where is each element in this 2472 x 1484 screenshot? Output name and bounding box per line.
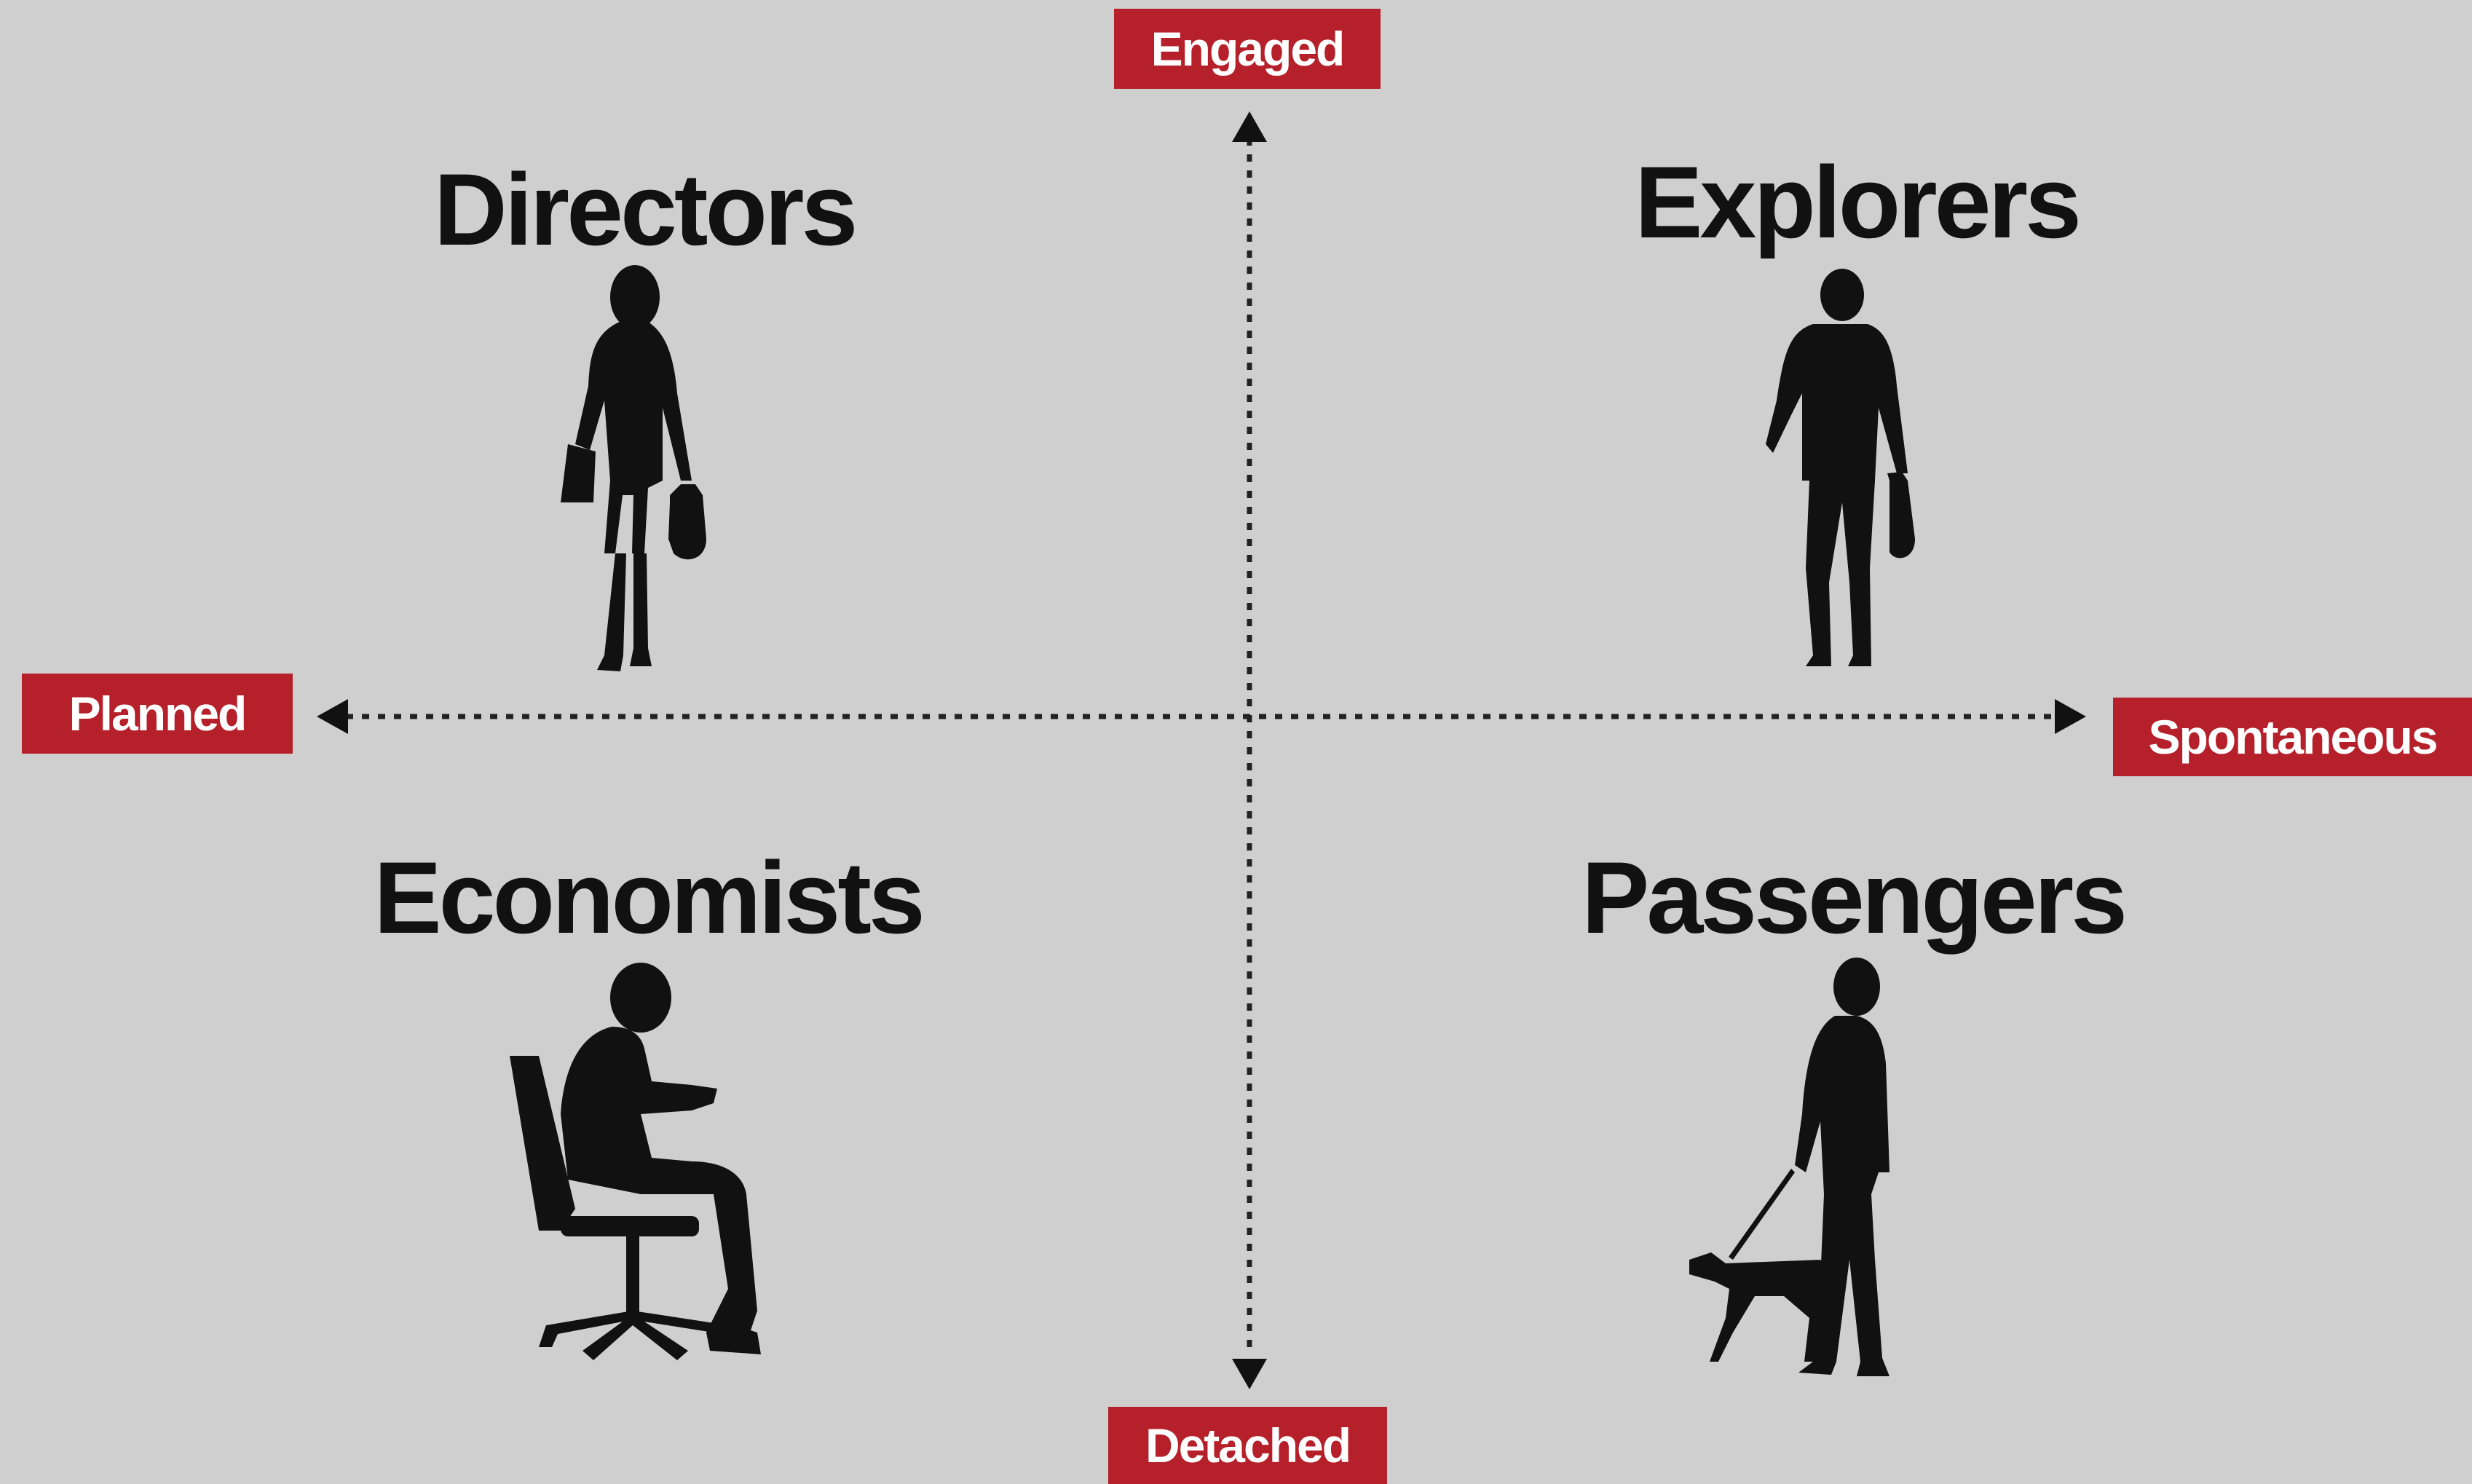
arrow-right-icon [2055,699,2086,734]
man-with-shopping-bag-icon [1766,269,1915,666]
axis-label-detached: Detached [1108,1407,1387,1484]
quadrant-title-explorers: Explorers [1635,145,2082,259]
arrow-down-icon [1232,1359,1267,1389]
man-sitting-in-office-chair-icon [510,963,761,1360]
axis-label-planned: Planned [22,674,293,754]
quadrant-title-economists: Economists [374,840,925,955]
axis-label-engaged: Engaged [1114,9,1381,89]
quadrant-title-directors: Directors [433,152,858,267]
axis-label-spontaneous: Spontaneous [2113,698,2472,776]
quadrant-title-passengers: Passengers [1581,840,2128,955]
arrow-up-icon [1232,111,1267,142]
woman-with-shopping-bag-icon [561,265,706,671]
arrow-left-icon [317,699,348,734]
man-walking-dog-icon [1689,958,1889,1376]
